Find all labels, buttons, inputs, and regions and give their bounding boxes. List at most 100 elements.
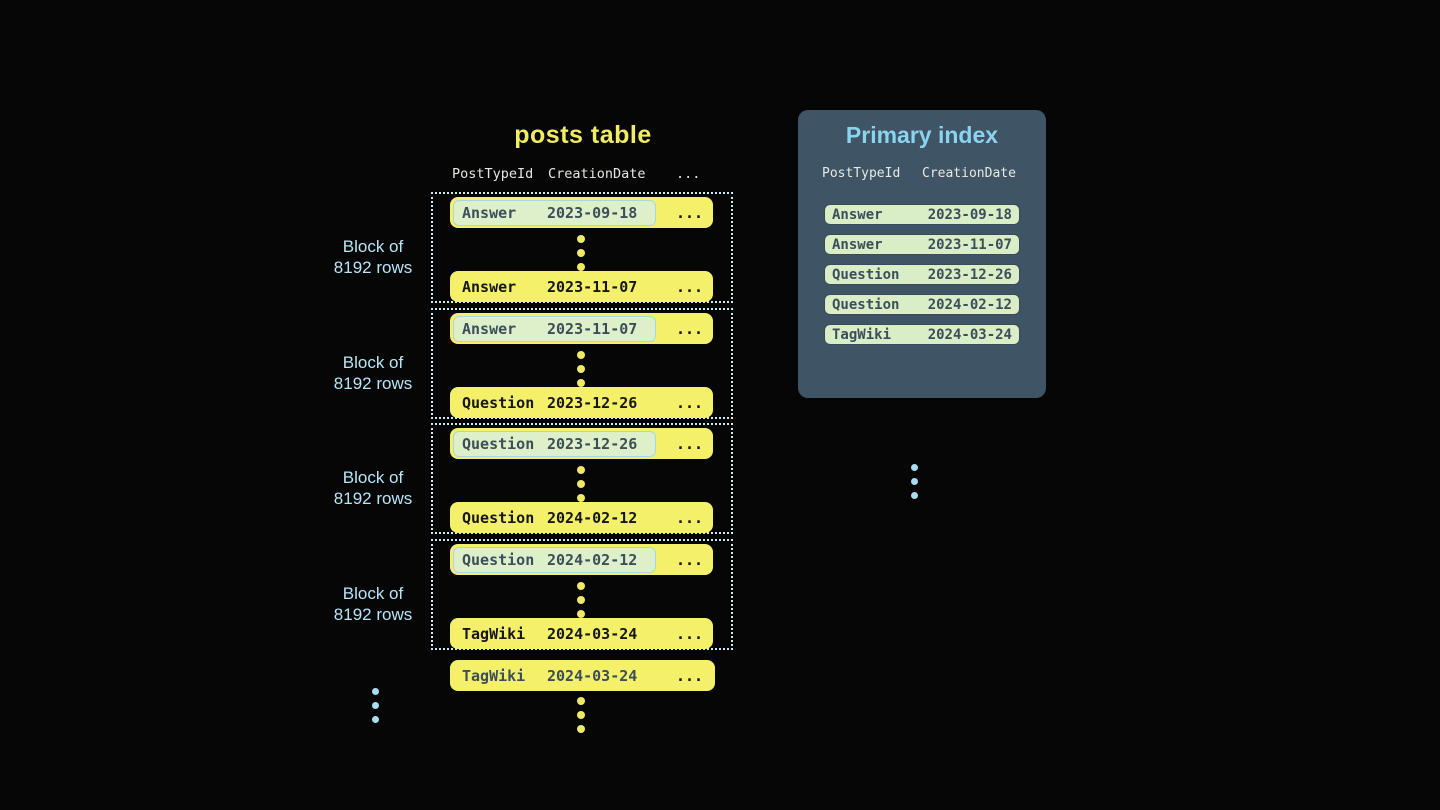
dot-icon [577,365,585,373]
creationdate-value: 2023-12-26 [927,266,1012,283]
posttype-value: Question [832,296,900,313]
row-ellipsis: ... [676,508,704,527]
highlight-cell [453,199,656,226]
dot-icon [577,582,585,590]
block-label-line1: Block of [342,468,404,487]
creationdate-value: 2024-02-12 [547,508,638,527]
creationdate-value: 2023-12-26 [547,434,638,453]
creationdate-value: 2023-11-07 [547,277,638,296]
block-label-line2: 8192 rows [333,374,413,393]
row-ellipsis: ... [676,434,704,453]
creationdate-value: 2024-03-24 [547,624,638,643]
dot-icon [577,249,585,257]
hidden-rows-ellipsis-icon [577,463,585,505]
posttype-value: TagWiki [462,624,526,643]
row-ellipsis: ... [676,277,704,296]
dot-icon [911,491,918,499]
row-block: Block of 8192 rows Question 2023-12-26 .… [334,423,733,534]
highlight-cell [453,315,656,342]
block-label-line2: 8192 rows [333,489,413,508]
dot-icon [371,687,379,695]
dot-icon [577,480,585,488]
dot-icon [577,610,585,618]
block-last-row: Question 2023-12-26 ... [450,387,713,418]
block-first-row: Answer 2023-09-18 ... [450,197,713,228]
dot-icon [911,463,918,471]
highlight-cell [453,430,656,457]
block-last-row: TagWiki 2024-03-24 ... [450,618,713,649]
column-header-ellipsis: ... [676,166,701,182]
row-ellipsis: ... [676,666,704,685]
creationdate-value: 2023-11-07 [927,236,1012,253]
dot-icon [577,379,585,387]
posttype-value: Answer [832,236,883,253]
block-label: Block of 8192 rows [312,236,434,278]
block-label-line1: Block of [342,584,404,603]
primary-index-title: Primary index [845,122,999,148]
dot-icon [577,466,585,474]
overflow-row: TagWiki 2024-03-24 ... [450,660,715,691]
row-block: Block of 8192 rows Answer 2023-11-07 ...… [334,308,733,419]
row-ellipsis: ... [676,203,704,222]
dot-icon [911,477,918,485]
posttype-value: Answer [462,319,517,338]
block-label: Block of 8192 rows [312,583,434,625]
block-last-row: Question 2024-02-12 ... [450,502,713,533]
block-label-line2: 8192 rows [333,605,413,624]
index-column-header-creationdate: CreationDate [922,166,1016,181]
block-label: Block of 8192 rows [312,467,434,509]
creationdate-value: 2024-02-12 [927,296,1012,313]
row-ellipsis: ... [676,393,704,412]
row-block: Block of 8192 rows Answer 2023-09-18 ...… [334,192,733,303]
block-first-row: Answer 2023-11-07 ... [450,313,713,344]
posttype-value: Question [462,434,535,453]
posttype-value: TagWiki [462,666,526,685]
block-label-line1: Block of [342,237,404,256]
index-column-header-posttypeid: PostTypeId [822,166,901,181]
row-ellipsis: ... [676,550,704,569]
dot-icon [577,697,585,705]
dot-icon [371,715,379,723]
creationdate-value: 2023-09-18 [547,203,638,222]
posttype-value: TagWiki [832,326,892,343]
block-label-line2: 8192 rows [333,258,413,277]
creationdate-value: 2024-03-24 [547,666,638,685]
block-last-row: Answer 2023-11-07 ... [450,271,713,302]
posttype-value: Question [462,393,535,412]
column-header-posttypeid: PostTypeId [452,166,534,182]
posttype-value: Question [832,266,900,283]
dot-icon [577,494,585,502]
creationdate-value: 2023-12-26 [547,393,638,412]
posts-table-title: posts table [514,121,652,149]
creationdate-value: 2024-02-12 [547,550,638,569]
dot-icon [577,725,585,733]
index-entry: TagWiki 2024-03-24 [824,324,1020,345]
posttype-value: Answer [462,203,517,222]
index-entry: Answer 2023-11-07 [824,234,1020,255]
hidden-rows-ellipsis-icon [577,348,585,390]
block-first-row: Question 2024-02-12 ... [450,544,713,575]
index-entry: Question 2024-02-12 [824,294,1020,315]
dot-icon [577,263,585,271]
dot-icon [577,596,585,604]
dot-icon [577,711,585,719]
column-header-creationdate: CreationDate [548,166,646,182]
more-index-entries-ellipsis-icon [911,460,918,502]
creationdate-value: 2023-11-07 [547,319,638,338]
index-entry: Answer 2023-09-18 [824,204,1020,225]
row-ellipsis: ... [676,319,704,338]
hidden-rows-ellipsis-icon [577,579,585,621]
index-entry: Question 2023-12-26 [824,264,1020,285]
block-label: Block of 8192 rows [312,352,434,394]
posttype-value: Answer [832,206,883,223]
block-first-row: Question 2023-12-26 ... [450,428,713,459]
creationdate-value: 2023-09-18 [927,206,1012,223]
row-ellipsis: ... [676,624,704,643]
dot-icon [577,351,585,359]
hidden-rows-ellipsis-icon [577,232,585,274]
dot-icon [577,235,585,243]
posttype-value: Question [462,550,535,569]
block-label-line1: Block of [342,353,404,372]
dot-icon [371,701,379,709]
